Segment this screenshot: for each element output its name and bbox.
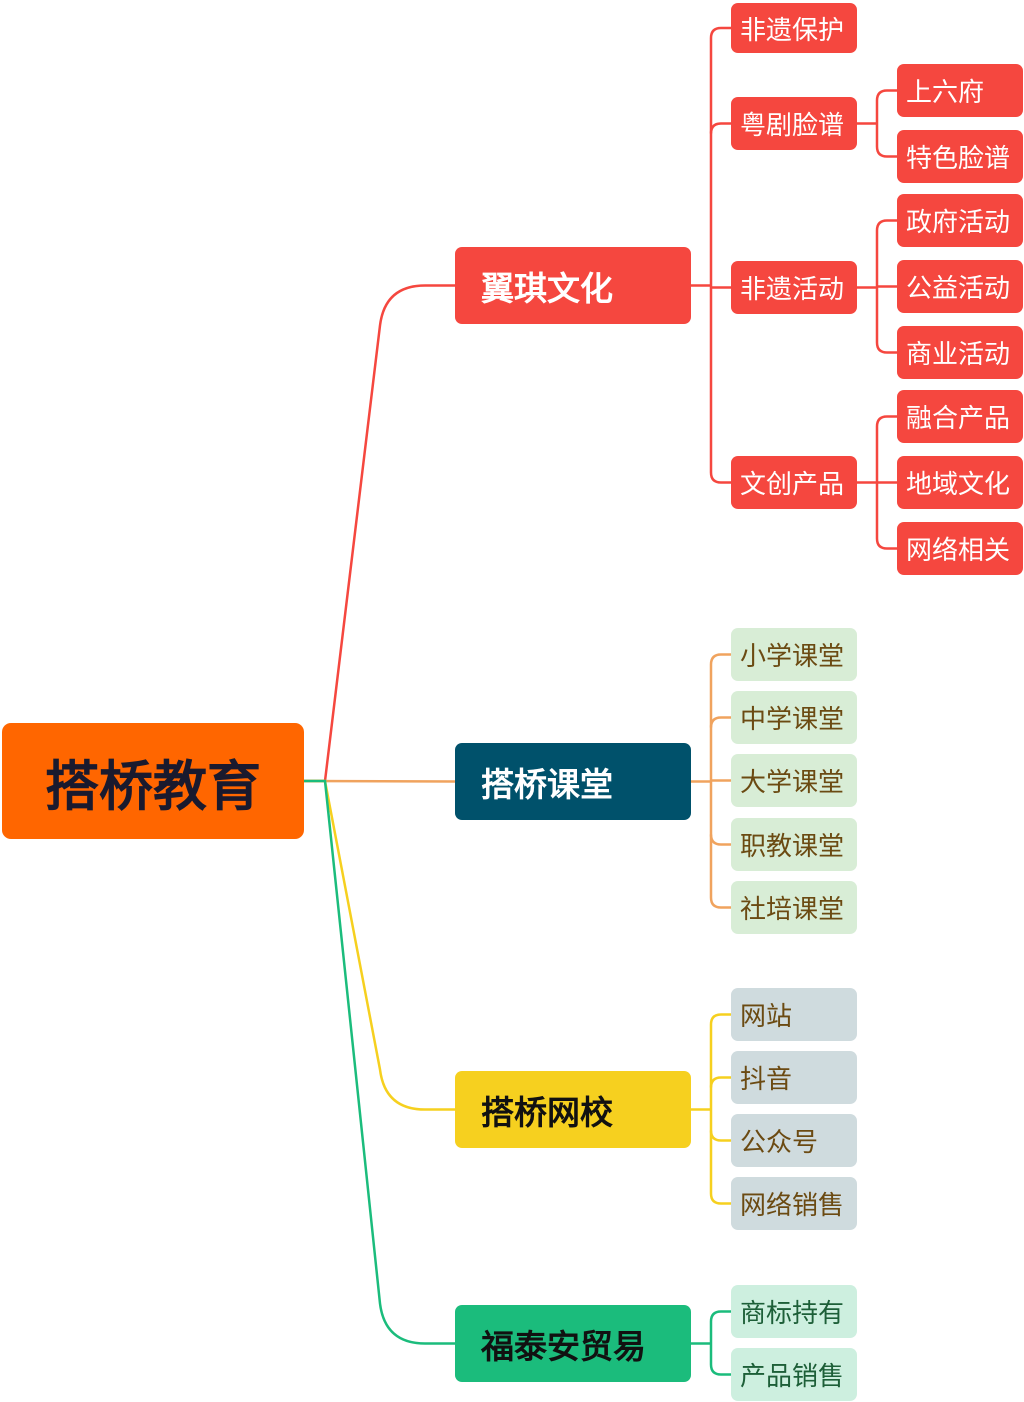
- leaf-node-website: 网站: [731, 988, 857, 1041]
- edge-to-child: [709, 1193, 731, 1205]
- leaf-node-heritage-activities: 非遗活动: [731, 261, 857, 314]
- leaf-node-online-sales: 网络销售: [731, 1177, 857, 1230]
- edge-to-child: [709, 897, 731, 909]
- leaf-node-university-classroom: 大学课堂: [731, 754, 857, 807]
- branch-node-futaian-trade: 福泰安贸易: [455, 1305, 691, 1382]
- edge-to-child: [875, 146, 897, 158]
- edge-to-child: [875, 89, 897, 101]
- leaf-node-social-training-classroom: 社培课堂: [731, 881, 857, 934]
- edge-to-child: [709, 716, 731, 728]
- edge-to-child: [875, 415, 897, 427]
- edge-to-child: [709, 472, 731, 484]
- edge-to-child: [709, 653, 731, 665]
- root-node: 搭桥教育: [2, 723, 304, 839]
- edge-to-child: [709, 1013, 731, 1025]
- leaf-node-creative-products: 文创产品: [731, 456, 857, 509]
- leaf-node-official-account: 公众号: [731, 1114, 857, 1167]
- edge-to-child: [709, 26, 731, 39]
- leaf-node-special-masks: 特色脸谱: [897, 130, 1023, 183]
- edge-to-child: [709, 1076, 731, 1088]
- leaf-node-product-sales: 产品销售: [731, 1348, 857, 1401]
- edge-to-child: [709, 834, 731, 846]
- leaf-node-primary-classroom: 小学课堂: [731, 628, 857, 681]
- leaf-node-network-related: 网络相关: [897, 522, 1023, 575]
- edge-to-child: [709, 1310, 731, 1322]
- leaf-node-middle-classroom: 中学课堂: [731, 691, 857, 744]
- edge-to-child: [875, 538, 897, 550]
- leaf-node-regional-culture: 地域文化: [897, 456, 1023, 509]
- edge-root-to-branch: [304, 779, 455, 1111]
- edge-to-child: [875, 342, 897, 354]
- leaf-node-charity-activities: 公益活动: [897, 260, 1023, 313]
- branch-node-daqiao-classroom: 搭桥课堂: [455, 743, 691, 820]
- leaf-node-trademark-holding: 商标持有: [731, 1285, 857, 1338]
- edge-to-child: [875, 219, 897, 231]
- leaf-node-government-activities: 政府活动: [897, 194, 1023, 247]
- edge-root-to-branch: [304, 284, 455, 783]
- edge-root-to-branch: [304, 779, 455, 1345]
- leaf-node-vocational-classroom: 职教课堂: [731, 818, 857, 871]
- branch-node-daqiao-online-school: 搭桥网校: [455, 1071, 691, 1148]
- leaf-node-opera-masks: 粤剧脸谱: [731, 97, 857, 150]
- leaf-node-douyin: 抖音: [731, 1051, 857, 1104]
- edge-root-to-branch: [303, 779, 456, 783]
- edge-to-child: [709, 122, 731, 134]
- leaf-node-heritage-protection: 非遗保护: [731, 3, 857, 53]
- edge-to-child: [709, 1364, 731, 1376]
- leaf-node-commercial-activities: 商业活动: [897, 326, 1023, 379]
- leaf-node-fusion-products: 融合产品: [897, 390, 1023, 443]
- branch-node-yiqi-culture: 翼琪文化: [455, 247, 691, 324]
- edge-to-child: [709, 1130, 731, 1142]
- leaf-node-shangliufu: 上六府: [897, 64, 1023, 117]
